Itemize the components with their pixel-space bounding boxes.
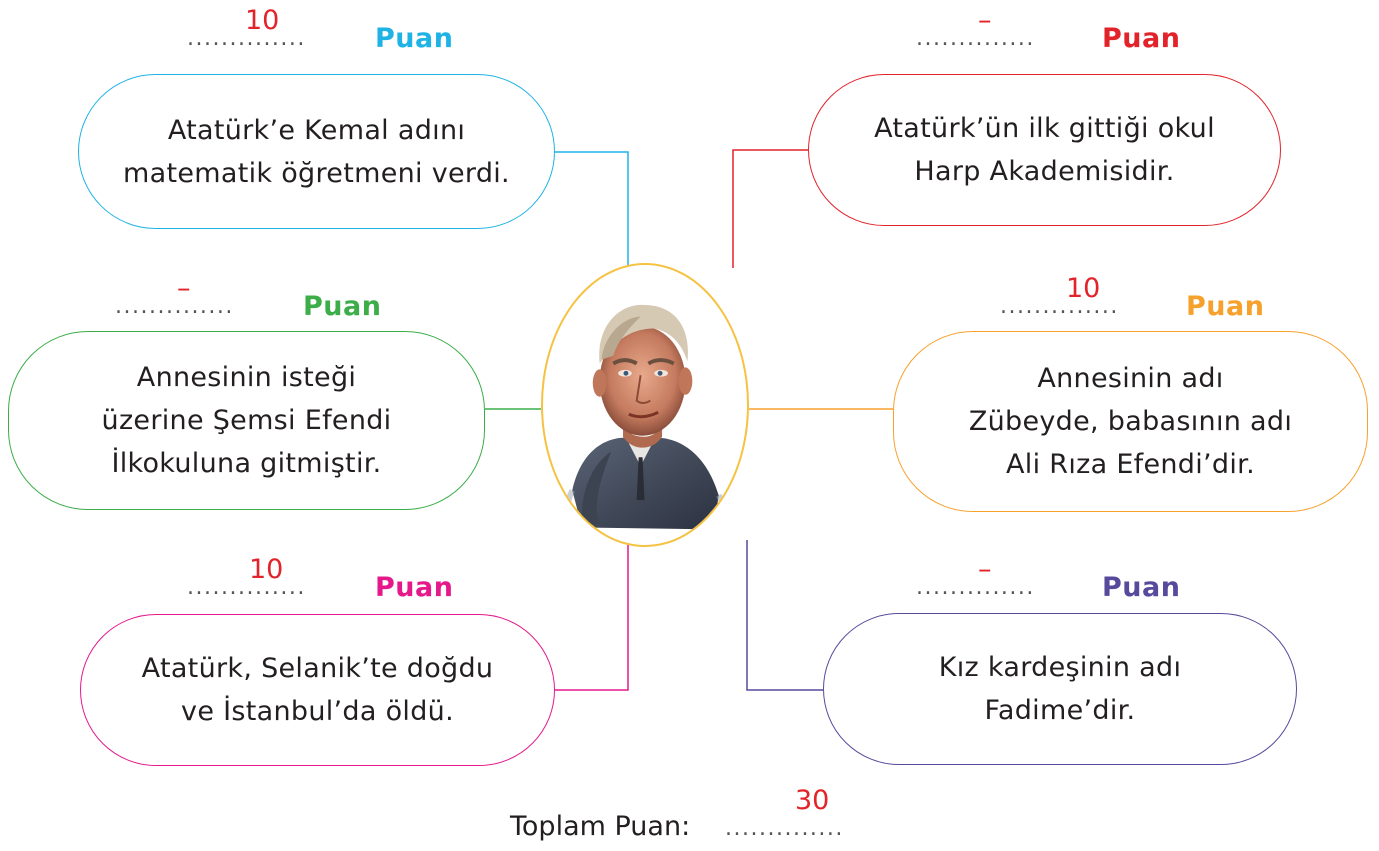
score-dots: ..............: [187, 26, 306, 51]
total-score-label: Toplam Puan:: [510, 811, 691, 842]
statement-text: Kız kardeşinin adı Fadime’dir.: [938, 652, 1182, 726]
score-row-6: .............. – Puan: [916, 553, 1196, 603]
portrait-frame: [541, 263, 749, 547]
score-value: –: [177, 273, 191, 304]
score-dots: ..............: [187, 575, 306, 600]
statement-pill-3: Annesinin isteği üzerine Şemsi Efendi İl…: [8, 331, 485, 510]
puan-label: Puan: [303, 291, 382, 322]
total-score-dots: ..............: [725, 816, 844, 841]
statement-pill-1: Atatürk’e Kemal adını matematik öğretmen…: [78, 74, 555, 229]
statement-pill-4: Annesinin adı Zübeyde, babasının adı Ali…: [893, 331, 1368, 512]
statement-text: Atatürk, Selanik’te doğdu ve İstanbul’da…: [141, 653, 494, 727]
score-dots: ..............: [916, 575, 1035, 600]
puan-label: Puan: [375, 572, 454, 603]
statement-text: Annesinin isteği üzerine Şemsi Efendi İl…: [101, 362, 392, 479]
statement-text: Annesinin adı Zübeyde, babasının adı Ali…: [968, 363, 1293, 480]
score-row-3: .............. – Puan: [115, 272, 395, 322]
connector-purple: [746, 540, 823, 691]
score-dots: ..............: [916, 26, 1035, 51]
puan-label: Puan: [375, 23, 454, 54]
puan-label: Puan: [1186, 291, 1265, 322]
connector-red: [732, 149, 808, 268]
connector-magenta: [555, 540, 629, 691]
statement-text: Atatürk’ün ilk gittiği okul Harp Akademi…: [874, 113, 1215, 187]
score-value: –: [978, 5, 992, 36]
statement-pill-2: Atatürk’ün ilk gittiği okul Harp Akademi…: [808, 74, 1281, 226]
puan-label: Puan: [1102, 23, 1181, 54]
score-dots: ..............: [1000, 294, 1119, 319]
score-row-1: .............. 10 Puan: [187, 4, 467, 54]
puan-label: Puan: [1102, 572, 1181, 603]
score-row-5: .............. 10 Puan: [187, 553, 467, 603]
statement-pill-5: Atatürk, Selanik’te doğdu ve İstanbul’da…: [80, 614, 555, 766]
score-value: 10: [249, 554, 284, 585]
connector-blue: [555, 151, 629, 270]
statement-text: Atatürk’e Kemal adını matematik öğretmen…: [123, 114, 510, 189]
score-dots: ..............: [115, 294, 234, 319]
statement-pill-6: Kız kardeşinin adı Fadime’dir.: [823, 613, 1297, 765]
score-value: –: [978, 554, 992, 585]
ataturk-portrait-icon: [565, 304, 727, 532]
score-value: 10: [1066, 273, 1101, 304]
score-value: 10: [245, 5, 280, 36]
total-score-value: 30: [795, 785, 830, 816]
score-row-4: .............. 10 Puan: [1000, 272, 1280, 322]
score-row-2: .............. – Puan: [916, 4, 1196, 54]
